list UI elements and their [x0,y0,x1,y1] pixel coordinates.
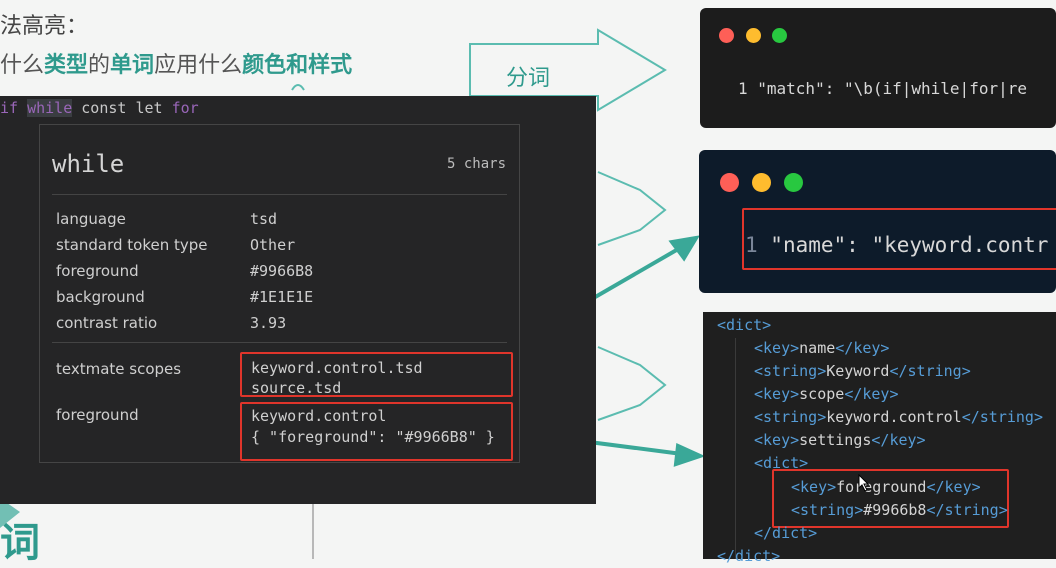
slide-bottom-text: 词 [0,520,40,566]
tokenize-label: 分词 [506,66,551,91]
editor-code-line: if while const let for [0,99,199,117]
maximize-dot-icon [772,28,787,43]
minimize-dot-icon [746,28,761,43]
row-value-foreground: #9966B8 [250,262,314,280]
code-card-match [700,8,1056,128]
scopes-highlight-box: keyword.control.tsd source.tsd [240,352,513,397]
close-dot-icon [720,173,739,192]
xml-theme-panel [703,312,1056,559]
xml-line: <dict> [754,454,809,472]
xml-line: </dict> [754,524,818,542]
foreground-highlight-box: keyword.control { "foreground": "#9966B8… [240,402,513,461]
xml-line: <key>foreground</key> [791,478,981,496]
indent-guide [735,338,736,559]
xml-line: </dict> [717,547,781,565]
name-code-line: 1 "name": "keyword.contr [745,233,1049,257]
slide-subtitle: 什么类型的单词应用什么颜色和样式 [0,53,353,78]
xml-line: <key>scope</key> [754,385,899,403]
xml-line: <key>name</key> [754,339,890,357]
fg-rule-label: foreground [56,406,139,424]
xml-highlight-box [772,469,1009,528]
close-dot-icon [719,28,734,43]
row-label-language: language [56,210,126,228]
row-label-token-type: standard token type [56,236,208,254]
row-label-background: background [56,288,145,306]
scope-value: keyword.control.tsd [251,359,423,377]
xml-line: <key>settings</key> [754,431,926,449]
slide-title: 法高亮： [0,14,89,39]
inspect-divider [52,342,507,343]
row-value-language: tsd [250,210,278,228]
match-code-line: 1 "match": "\b(if|while|for|re [738,79,1027,98]
inspect-divider [52,194,507,195]
inspect-token-name: while [52,150,125,178]
xml-line: <string>#9966b8</string> [791,501,1008,519]
textmate-scopes-label: textmate scopes [56,360,182,378]
name-highlight-box [742,208,1056,270]
xml-line: <string>keyword.control</string> [754,408,1043,426]
inspect-char-count: 5 chars [447,156,507,172]
row-value-token-type: Other [250,236,296,254]
divider-line [312,504,314,559]
row-value-background: #1E1E1E [250,288,314,306]
xml-line: <string>Keyword</string> [754,362,971,380]
fg-rule-setting: { "foreground": "#9966B8" } [251,428,495,446]
minimize-dot-icon [752,173,771,192]
scope-value: source.tsd [251,379,342,397]
mouse-cursor-icon [858,474,870,492]
row-label-foreground: foreground [56,262,139,280]
fg-rule-scope: keyword.control [251,407,387,425]
maximize-dot-icon [784,173,803,192]
selected-token[interactable]: while [27,99,73,117]
row-label-contrast: contrast ratio [56,314,158,332]
inspect-token-hover [39,124,520,463]
row-value-contrast: 3.93 [250,314,287,332]
xml-line: <dict> [717,316,772,334]
